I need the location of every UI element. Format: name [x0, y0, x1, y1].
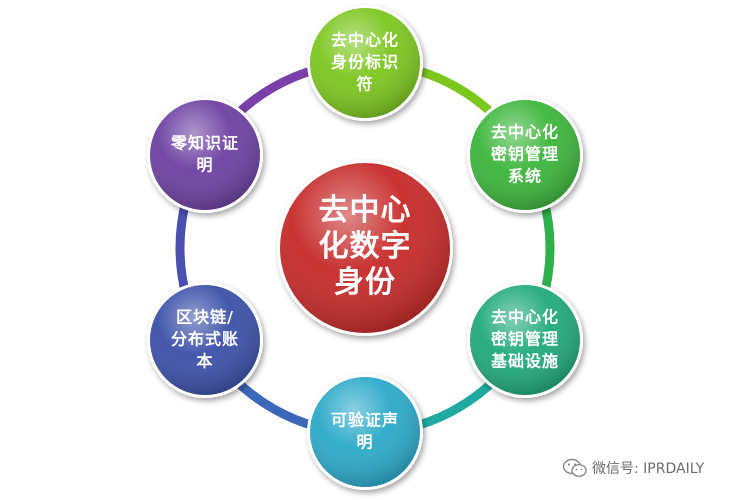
node-did-label-line: 符 — [356, 75, 373, 94]
node-vc-label-line: 可验证声 — [331, 411, 399, 430]
watermark-text: 微信号: IPRDAILY — [592, 461, 705, 477]
center-node-core-shine — [280, 163, 450, 333]
node-blockchain-label-line: 分布式账 — [171, 330, 239, 349]
node-did-label-line: 身份标识 — [331, 53, 399, 72]
node-vc-shine — [310, 377, 420, 487]
node-zkp-label-line: 明 — [196, 156, 213, 175]
node-zkp-label-line: 零知识证 — [170, 134, 239, 153]
node-dkms-shine — [470, 100, 580, 210]
outer-nodes: 去中心化身份标识符去中心化密钥管理系统去中心化密钥管理基础设施可验证声明区块链/… — [147, 5, 583, 490]
node-dkms-label-line: 密钥管理 — [490, 145, 559, 164]
wechat-icon — [562, 458, 587, 478]
node-dpki-label-line: 密钥管理 — [490, 330, 559, 349]
node-dkms-label-line: 去中心化 — [491, 123, 559, 142]
node-dpki-label-line: 去中心化 — [491, 308, 559, 327]
node-vc-label-line: 明 — [356, 433, 373, 452]
node-did-shine — [310, 8, 420, 118]
node-dkms-label-line: 系统 — [508, 167, 542, 186]
node-dpki-shine — [470, 285, 580, 395]
node-dpki-label-line: 基础设施 — [490, 352, 559, 371]
watermark: 微信号: IPRDAILY — [562, 458, 704, 478]
node-blockchain-label-line: 本 — [196, 352, 213, 371]
node-blockchain-shine — [150, 285, 260, 395]
center-node-core-label-line: 去中心 — [319, 193, 412, 228]
center-node-core-label-line: 化数字 — [319, 229, 412, 264]
node-did-label-line: 去中心化 — [331, 31, 399, 50]
node-zkp-shine — [150, 100, 260, 210]
node-blockchain-label-line: 区块链/ — [176, 308, 234, 327]
center-node-core-label-line: 身份 — [334, 265, 396, 300]
